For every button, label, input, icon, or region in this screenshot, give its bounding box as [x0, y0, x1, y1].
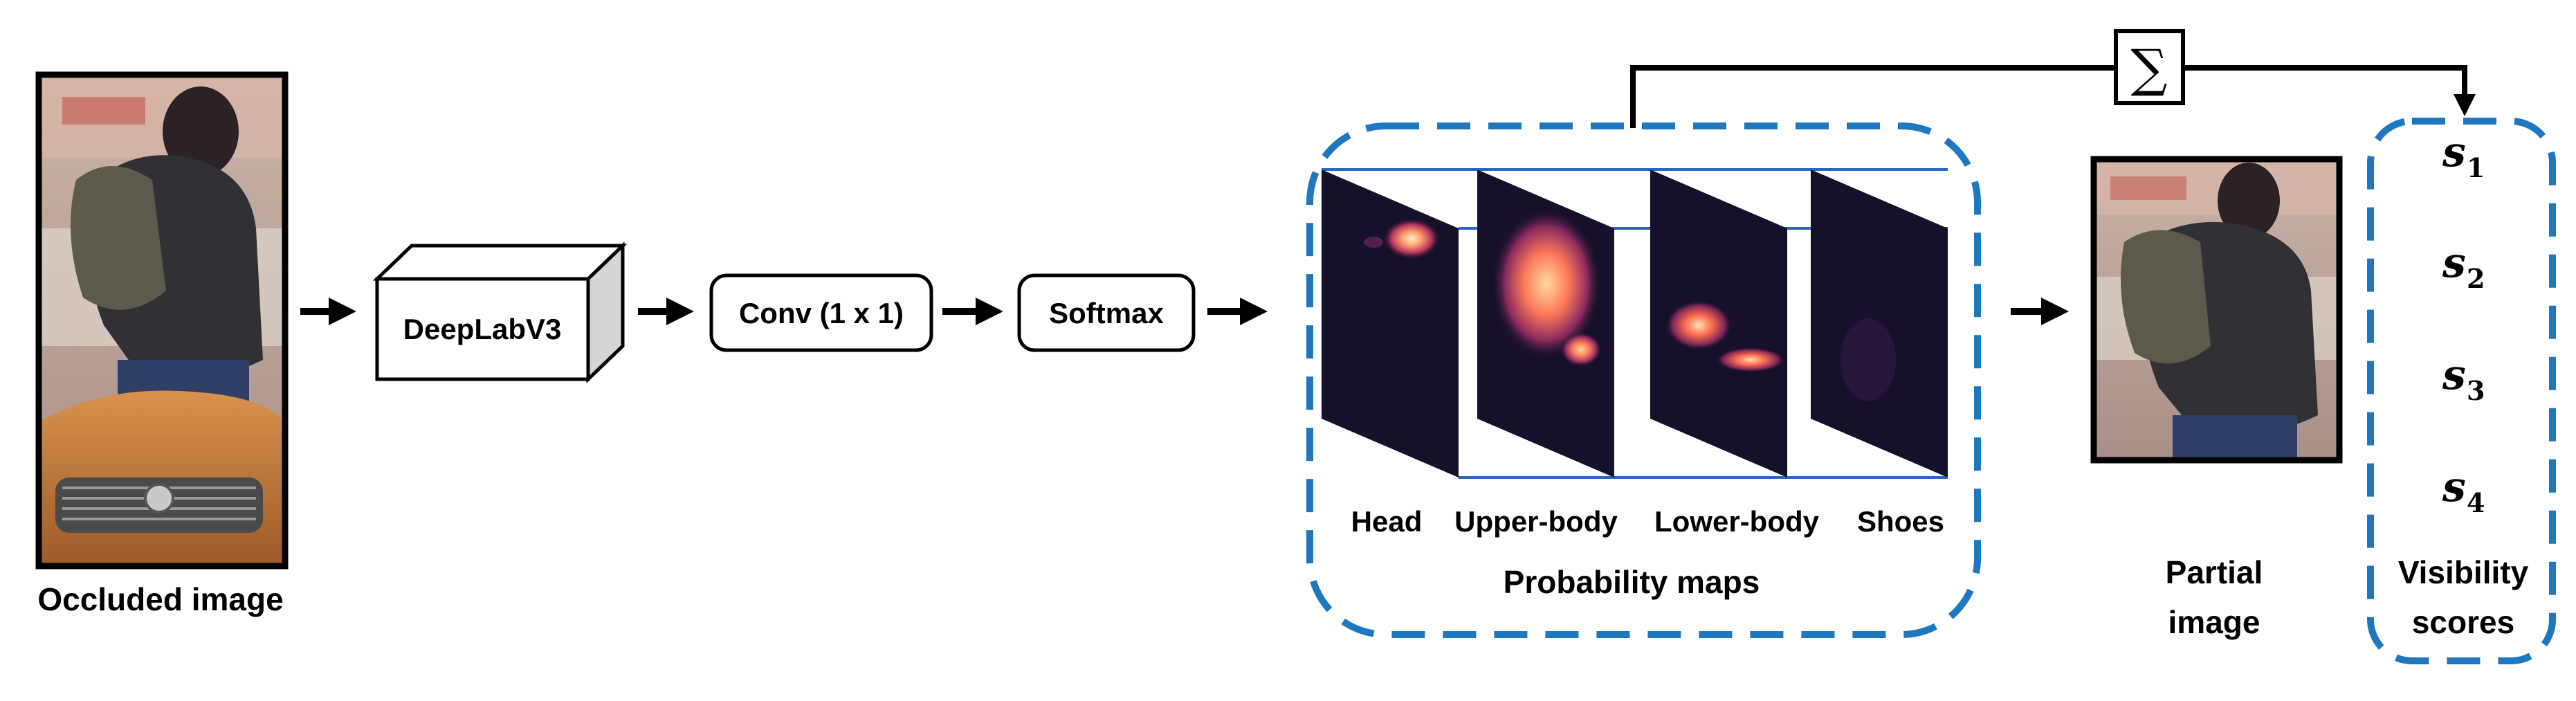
score-1-base: s: [2442, 128, 2466, 176]
heatmap-lower-body: [1650, 170, 1787, 477]
visibility-score-3: s 3: [2442, 351, 2485, 406]
sum-box: [2114, 29, 2185, 105]
sum-connector: [1630, 29, 2476, 128]
partial-image-label-line1: Partial: [2166, 554, 2263, 590]
score-3-base: s: [2442, 351, 2466, 399]
conv-block: [709, 273, 933, 352]
map-label-upper-body: Upper-body: [1454, 505, 1618, 538]
heatmap-shoes: [1811, 170, 1948, 477]
visibility-scores-label-line1: Visibility: [2398, 554, 2529, 590]
score-4-sub: 4: [2467, 487, 2485, 518]
map-label-head: Head: [1351, 505, 1423, 538]
score-2-base: s: [2442, 239, 2466, 287]
heatmap-head: [1322, 170, 1459, 477]
softmax-block: [1017, 273, 1196, 352]
visibility-score-4: s 4: [2442, 463, 2485, 518]
score-4-base: s: [2442, 463, 2466, 511]
heatmap-upper-body: [1477, 170, 1614, 477]
softmax-label: Softmax: [1049, 297, 1164, 329]
occluded-image: [35, 71, 289, 570]
visibility-scores-label-line2: scores: [2412, 604, 2514, 640]
score-3-sub: 3: [2467, 375, 2485, 406]
partial-image-label-line2: image: [2168, 604, 2260, 640]
visibility-score-1: s 1: [2442, 128, 2485, 183]
partial-image: [2090, 156, 2343, 464]
map-label-lower-body: Lower-body: [1654, 505, 1820, 538]
probability-maps-title: Probability maps: [1504, 564, 1760, 600]
probability-maps-container: [1306, 122, 1981, 638]
deeplabv3-label: DeepLabV3: [403, 313, 562, 345]
sum-icon: ∑: [2131, 39, 2168, 98]
conv-label: Conv (1 x 1): [739, 297, 904, 329]
visibility-scores-container: [2367, 118, 2556, 664]
score-2-sub: 2: [2467, 263, 2485, 294]
occluded-image-label: Occluded image: [37, 581, 283, 617]
deeplabv3-block: [372, 242, 628, 383]
visibility-score-2: s 2: [2442, 239, 2485, 294]
map-label-shoes: Shoes: [1857, 505, 1944, 538]
score-1-sub: 1: [2467, 152, 2485, 183]
